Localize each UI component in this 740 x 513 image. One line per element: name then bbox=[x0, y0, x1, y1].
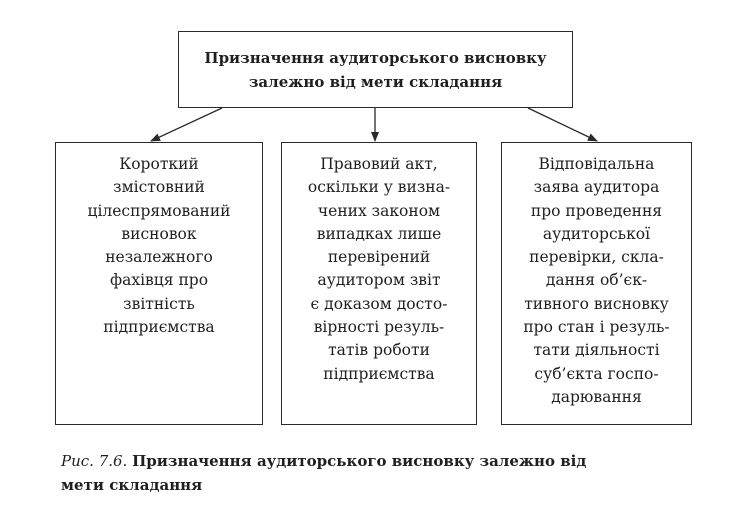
box-right-line: тивного висновку bbox=[524, 294, 669, 313]
box-left-line: фахівця про bbox=[109, 271, 209, 290]
box-right-line: про стан і резуль- bbox=[523, 318, 670, 337]
caption-label: Рис. 7.6. bbox=[61, 452, 128, 470]
arrow-to-left-box bbox=[150, 107, 223, 142]
box-middle-line: оскільки у визна- bbox=[307, 178, 451, 197]
caption-title-line-1: Призначення аудиторського висновку залеж… bbox=[132, 452, 587, 470]
box-left-line: звітність bbox=[123, 294, 195, 313]
box-right-line: дання об’єк- bbox=[545, 271, 648, 290]
box-right-line: тати діяльності bbox=[533, 341, 660, 360]
box-left-line: підприємства bbox=[103, 318, 215, 337]
box-right-line: Відповідальна bbox=[538, 155, 655, 173]
top-box: Призначення аудиторського висновку залеж… bbox=[178, 31, 573, 108]
arrow-to-right-box bbox=[527, 107, 598, 142]
figure-caption: Рис. 7.6. Призначення аудиторського висн… bbox=[61, 449, 721, 497]
box-right-line: заява аудитора bbox=[533, 178, 660, 197]
box-left-line: змістовний bbox=[113, 178, 205, 197]
box-left-line: незалежного bbox=[105, 248, 213, 267]
box-right-line: про проведення bbox=[530, 201, 663, 220]
box-left: Короткий змістовний цілеспрямований висн… bbox=[55, 142, 263, 425]
box-left-line: Короткий bbox=[119, 155, 199, 173]
top-box-line: залежно від мети складання bbox=[248, 72, 503, 91]
box-middle-line: чених законом bbox=[317, 201, 441, 220]
box-right-line: перевірки, скла- bbox=[529, 248, 664, 267]
box-middle-line: підприємства bbox=[323, 364, 435, 383]
box-right-line: суб’єкта госпо- bbox=[534, 364, 659, 383]
box-middle-line: перевірений bbox=[327, 248, 431, 267]
box-right: Відповідальна заява аудитора про проведе… bbox=[501, 142, 692, 425]
box-middle: Правовий акт, оскільки у визна- чених за… bbox=[281, 142, 477, 425]
box-middle-line: випадках лише bbox=[316, 224, 442, 243]
box-right-line: дарювання bbox=[551, 387, 642, 406]
box-left-line: цілеспрямований bbox=[87, 201, 231, 220]
top-box-line: Призначення аудиторського висновку bbox=[204, 48, 547, 67]
box-right-line: аудиторської bbox=[542, 224, 651, 243]
box-middle-line: Правовий акт, bbox=[320, 155, 438, 173]
box-middle-line: є доказом досто- bbox=[310, 294, 448, 313]
box-left-line: висновок bbox=[121, 224, 197, 243]
caption-title-line-2: мети складання bbox=[61, 476, 203, 494]
box-middle-line: аудитором звіт bbox=[317, 271, 441, 290]
box-middle-line: татів роботи bbox=[328, 341, 430, 360]
box-middle-line: вірності резуль- bbox=[313, 318, 445, 337]
